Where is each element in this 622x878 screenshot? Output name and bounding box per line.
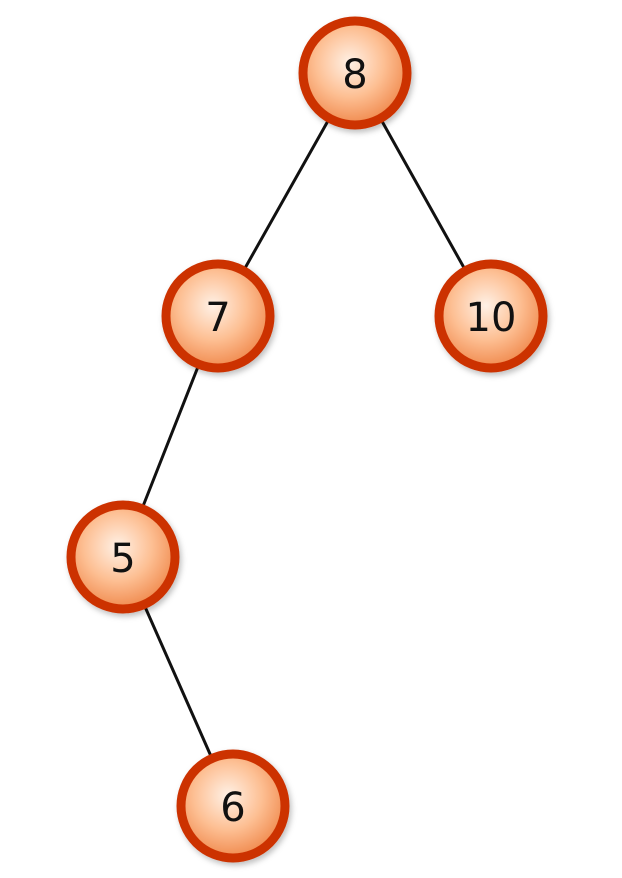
node-circle bbox=[66, 500, 180, 614]
node-circle bbox=[298, 16, 412, 130]
tree-node-10: 10 bbox=[434, 259, 548, 373]
tree-node-5: 5 bbox=[66, 500, 180, 614]
edge-n8-n10 bbox=[379, 118, 467, 271]
node-label: 8 bbox=[342, 52, 367, 98]
edge-n5-n6 bbox=[143, 604, 213, 759]
node-label: 7 bbox=[205, 295, 230, 341]
node-label: 5 bbox=[110, 536, 135, 582]
node-label: 10 bbox=[466, 295, 517, 341]
edge-n7-n5 bbox=[141, 364, 200, 509]
edges bbox=[141, 118, 467, 759]
edge-n8-n7 bbox=[243, 118, 330, 271]
tree-node-6: 6 bbox=[176, 749, 290, 863]
node-label: 6 bbox=[220, 785, 245, 831]
nodes: 8 7 10 5 6 bbox=[66, 16, 548, 863]
node-circle bbox=[161, 259, 275, 373]
node-circle bbox=[434, 259, 548, 373]
node-circle bbox=[176, 749, 290, 863]
tree-node-7: 7 bbox=[161, 259, 275, 373]
tree-node-8: 8 bbox=[298, 16, 412, 130]
